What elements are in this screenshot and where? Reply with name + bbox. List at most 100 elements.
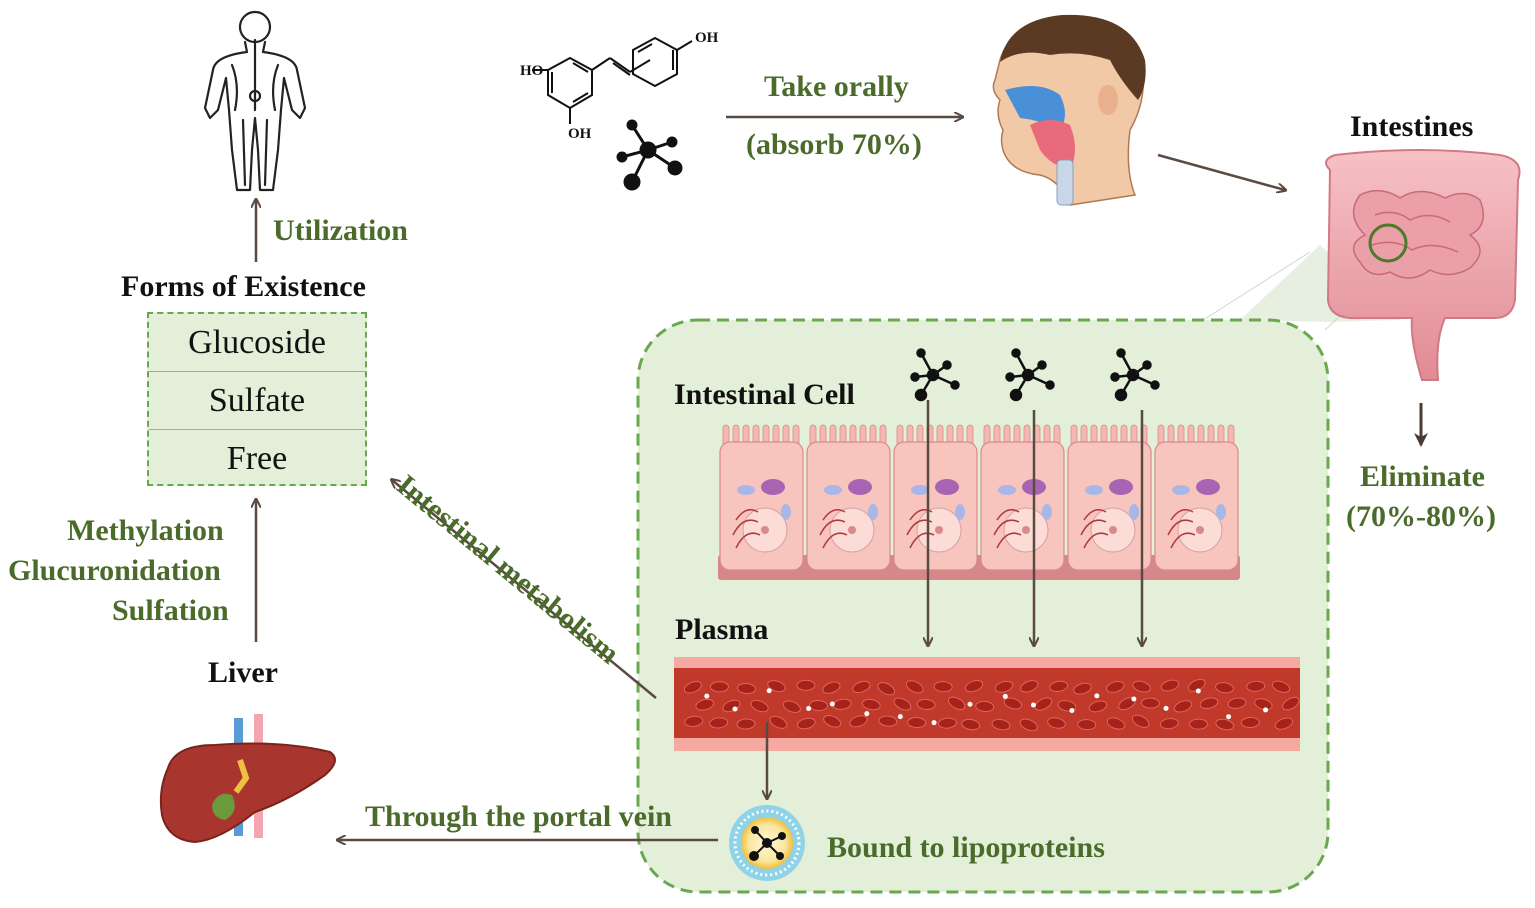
red-blood-cell bbox=[849, 715, 868, 728]
red-blood-cell bbox=[1019, 718, 1038, 732]
red-blood-cell bbox=[991, 718, 1011, 731]
plasma-particle bbox=[704, 693, 710, 699]
red-blood-cell bbox=[1240, 716, 1260, 728]
red-blood-cell bbox=[1282, 696, 1300, 711]
plasma-particle bbox=[1163, 705, 1169, 711]
resveratrol-molecule-icon bbox=[532, 36, 693, 124]
red-blood-cell bbox=[1073, 682, 1092, 695]
portal-vein-label: Through the portal vein bbox=[365, 800, 672, 833]
red-blood-cell bbox=[736, 718, 756, 730]
red-blood-cell bbox=[1049, 680, 1069, 693]
intestinal-cell bbox=[1067, 424, 1152, 571]
methylation-label: Methylation bbox=[67, 514, 224, 547]
oh-bottom-label: OH bbox=[568, 126, 592, 142]
red-blood-cell bbox=[808, 700, 828, 712]
red-blood-cell bbox=[796, 679, 816, 691]
plasma-particle bbox=[967, 701, 973, 707]
form-glucoside: Glucoside bbox=[149, 314, 365, 372]
form-sulfate: Sulfate bbox=[149, 372, 365, 430]
red-blood-cell bbox=[937, 717, 957, 729]
plasma-particle bbox=[864, 711, 870, 717]
zoom-line-left bbox=[1199, 251, 1311, 323]
red-blood-cell bbox=[1020, 680, 1039, 693]
absorb-label: (absorb 70%) bbox=[746, 128, 922, 161]
take-orally-label: Take orally bbox=[764, 70, 909, 103]
red-blood-cell bbox=[994, 680, 1014, 693]
form-free: Free bbox=[226, 440, 288, 477]
red-blood-cell bbox=[709, 681, 729, 693]
red-blood-cell bbox=[1132, 680, 1151, 693]
red-blood-cell bbox=[916, 698, 936, 710]
red-blood-cell bbox=[767, 680, 786, 693]
intestines-label: Intestines bbox=[1350, 110, 1474, 143]
red-blood-cell bbox=[1106, 680, 1125, 693]
molecule-icon bbox=[910, 348, 960, 402]
red-blood-cell bbox=[684, 715, 704, 727]
lipoproteins-label: Bound to lipoproteins bbox=[827, 831, 1105, 864]
plasma-particle bbox=[1094, 693, 1100, 699]
red-blood-cell bbox=[975, 700, 995, 713]
red-blood-cell bbox=[947, 696, 966, 711]
red-blood-cell bbox=[1047, 717, 1066, 729]
liver-label: Liver bbox=[208, 656, 278, 689]
red-blood-cell bbox=[1189, 718, 1209, 730]
liver-icon bbox=[159, 714, 336, 844]
plasma-particle bbox=[766, 688, 772, 694]
molecule-icon bbox=[1005, 348, 1055, 402]
red-blood-cell bbox=[782, 700, 801, 713]
forms-title: Forms of Existence bbox=[121, 270, 366, 303]
red-blood-cell bbox=[1271, 680, 1291, 693]
red-blood-cell bbox=[1274, 717, 1294, 730]
plasma-particle bbox=[1263, 707, 1269, 713]
head-to-intestines-arrow bbox=[1157, 153, 1285, 190]
plasma-particle bbox=[732, 706, 738, 712]
red-blood-cell bbox=[1215, 682, 1234, 694]
red-blood-cell bbox=[1034, 697, 1053, 711]
plasma-particle bbox=[1069, 707, 1075, 713]
glucuronidation-label: Glucuronidation bbox=[8, 554, 221, 587]
red-blood-cell bbox=[823, 715, 842, 728]
eliminate-pct-label: (70%-80%) bbox=[1346, 500, 1496, 533]
plasma-particle bbox=[1131, 696, 1137, 702]
plasma-particle bbox=[897, 714, 903, 720]
red-blood-cell bbox=[907, 717, 927, 729]
sulfation-label: Sulfation bbox=[112, 594, 229, 627]
red-blood-cell bbox=[933, 681, 953, 693]
red-blood-cell bbox=[1106, 717, 1126, 730]
red-blood-cell bbox=[695, 698, 715, 711]
forms-box: Glucoside Sulfate Free bbox=[147, 312, 367, 486]
eliminate-label: Eliminate bbox=[1360, 460, 1485, 493]
intestinal-cell-label: Intestinal Cell bbox=[674, 378, 855, 411]
red-blood-cell bbox=[964, 680, 984, 693]
intestinal-metabolism-arrow bbox=[392, 480, 657, 699]
intestinal-cell bbox=[1154, 424, 1239, 571]
red-blood-cell bbox=[961, 718, 981, 731]
plasma-label: Plasma bbox=[675, 613, 769, 646]
red-blood-cell bbox=[1003, 697, 1023, 710]
red-blood-cell bbox=[905, 680, 924, 694]
red-blood-cell bbox=[1227, 697, 1247, 709]
intestinal-cell bbox=[719, 424, 804, 571]
plasma-particle bbox=[931, 720, 937, 726]
intestinal-cell bbox=[980, 424, 1065, 571]
zoom-circle bbox=[1368, 223, 1408, 263]
red-blood-cell bbox=[861, 698, 881, 711]
ho-label: HO bbox=[520, 63, 543, 79]
intestinal-cell bbox=[806, 424, 891, 571]
red-blood-cell bbox=[878, 715, 898, 727]
blood-vessel-icon bbox=[674, 657, 1300, 751]
plasma-particle bbox=[1002, 693, 1008, 699]
molecule-icon bbox=[616, 119, 683, 191]
red-blood-cell bbox=[1246, 680, 1266, 692]
red-blood-cell bbox=[750, 699, 769, 713]
red-blood-cell bbox=[1077, 719, 1097, 731]
red-blood-cell bbox=[1199, 697, 1219, 709]
intestines-icon bbox=[1325, 149, 1521, 381]
red-blood-cell bbox=[1173, 700, 1193, 713]
red-blood-cell bbox=[769, 715, 788, 729]
red-blood-cell bbox=[709, 717, 729, 729]
lipoprotein-icon bbox=[729, 805, 805, 881]
red-blood-cell bbox=[1131, 714, 1150, 728]
